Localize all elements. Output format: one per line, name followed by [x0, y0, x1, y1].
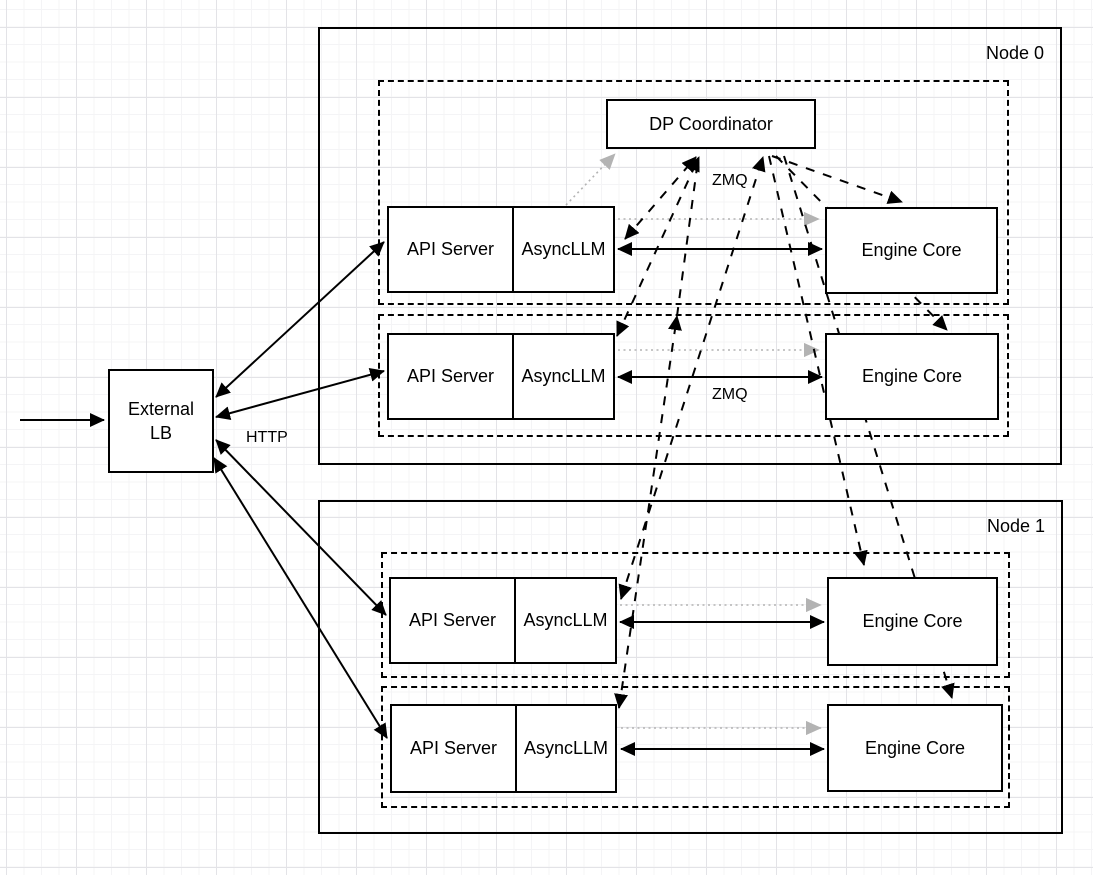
- api-server-label: API Server: [406, 366, 495, 386]
- api-server-label: API Server: [408, 610, 497, 630]
- asyncllm-box: AsyncLLM: [515, 706, 615, 791]
- node0-title: Node 0: [985, 43, 1044, 63]
- asyncllm-label: AsyncLLM: [523, 610, 608, 630]
- api-server-label: API Server: [406, 239, 495, 259]
- edge-coordinator-asyncllm4-upper: [676, 159, 699, 317]
- engine-core-label: Engine Core: [864, 737, 966, 758]
- asyncllm-box: AsyncLLM: [514, 579, 615, 662]
- edge-coordinator-enginecore1: [771, 155, 903, 204]
- node1-replica1-engine-core-box: Engine Core: [827, 577, 998, 666]
- api-server-box: API Server: [389, 208, 512, 291]
- zmq-edge-label-top: ZMQ: [712, 172, 748, 189]
- external-lb-label-line2: LB: [149, 423, 173, 443]
- edge-coordinator-asyncllm4-lower: [614, 315, 682, 709]
- asyncllm-box: AsyncLLM: [512, 208, 613, 291]
- asyncllm-label: AsyncLLM: [523, 738, 609, 758]
- node1-replica2-group: [381, 686, 1010, 808]
- edge-lb-api-server-1: [215, 241, 385, 398]
- engine-core-label: Engine Core: [861, 240, 962, 260]
- node1-replica2-engine-core-box: Engine Core: [827, 704, 1003, 792]
- asyncllm-box: AsyncLLM: [512, 335, 613, 418]
- dp-coordinator-box: DP Coordinator: [606, 99, 816, 149]
- api-server-label: API Server: [409, 738, 498, 758]
- edge-coordinator-enginecore2: [775, 155, 948, 331]
- edge-asyncllm1-coordinator-dotted: [565, 153, 616, 206]
- external-lb-box: External LB: [108, 369, 214, 473]
- node0-replica1-api-async-box: API Server AsyncLLM: [387, 206, 615, 293]
- node0-replica2-api-async-box: API Server AsyncLLM: [387, 333, 615, 420]
- node0-replica1-engine-core-box: Engine Core: [825, 207, 998, 294]
- edge-lb-api-server-2: [215, 367, 385, 421]
- asyncllm-label: AsyncLLM: [521, 239, 606, 259]
- edge-coordinator-asyncllm2: [616, 156, 700, 337]
- api-server-box: API Server: [391, 579, 514, 662]
- asyncllm-label: AsyncLLM: [521, 366, 606, 386]
- external-lb-label-line1: External: [127, 398, 195, 419]
- engine-core-label: Engine Core: [861, 366, 963, 386]
- node0-replica2-engine-core-box: Engine Core: [825, 333, 999, 420]
- node1-replica2-api-async-box: API Server AsyncLLM: [390, 704, 617, 793]
- node1-title: Node 1: [986, 516, 1045, 536]
- engine-core-label: Engine Core: [862, 611, 963, 631]
- edge-coordinator-enginecore3: [768, 155, 868, 566]
- edge-coordinator-asyncllm1: [624, 156, 697, 240]
- http-edge-label: HTTP: [246, 429, 288, 446]
- dp-coordinator-label: DP Coordinator: [649, 113, 773, 134]
- edge-lb-api-server-3: [215, 439, 387, 616]
- zmq-edge-label-middle: ZMQ: [712, 386, 748, 403]
- edge-lb-api-server-4: [213, 457, 388, 739]
- api-server-box: API Server: [389, 335, 512, 418]
- node1-replica1-api-async-box: API Server AsyncLLM: [389, 577, 617, 664]
- api-server-box: API Server: [392, 706, 515, 791]
